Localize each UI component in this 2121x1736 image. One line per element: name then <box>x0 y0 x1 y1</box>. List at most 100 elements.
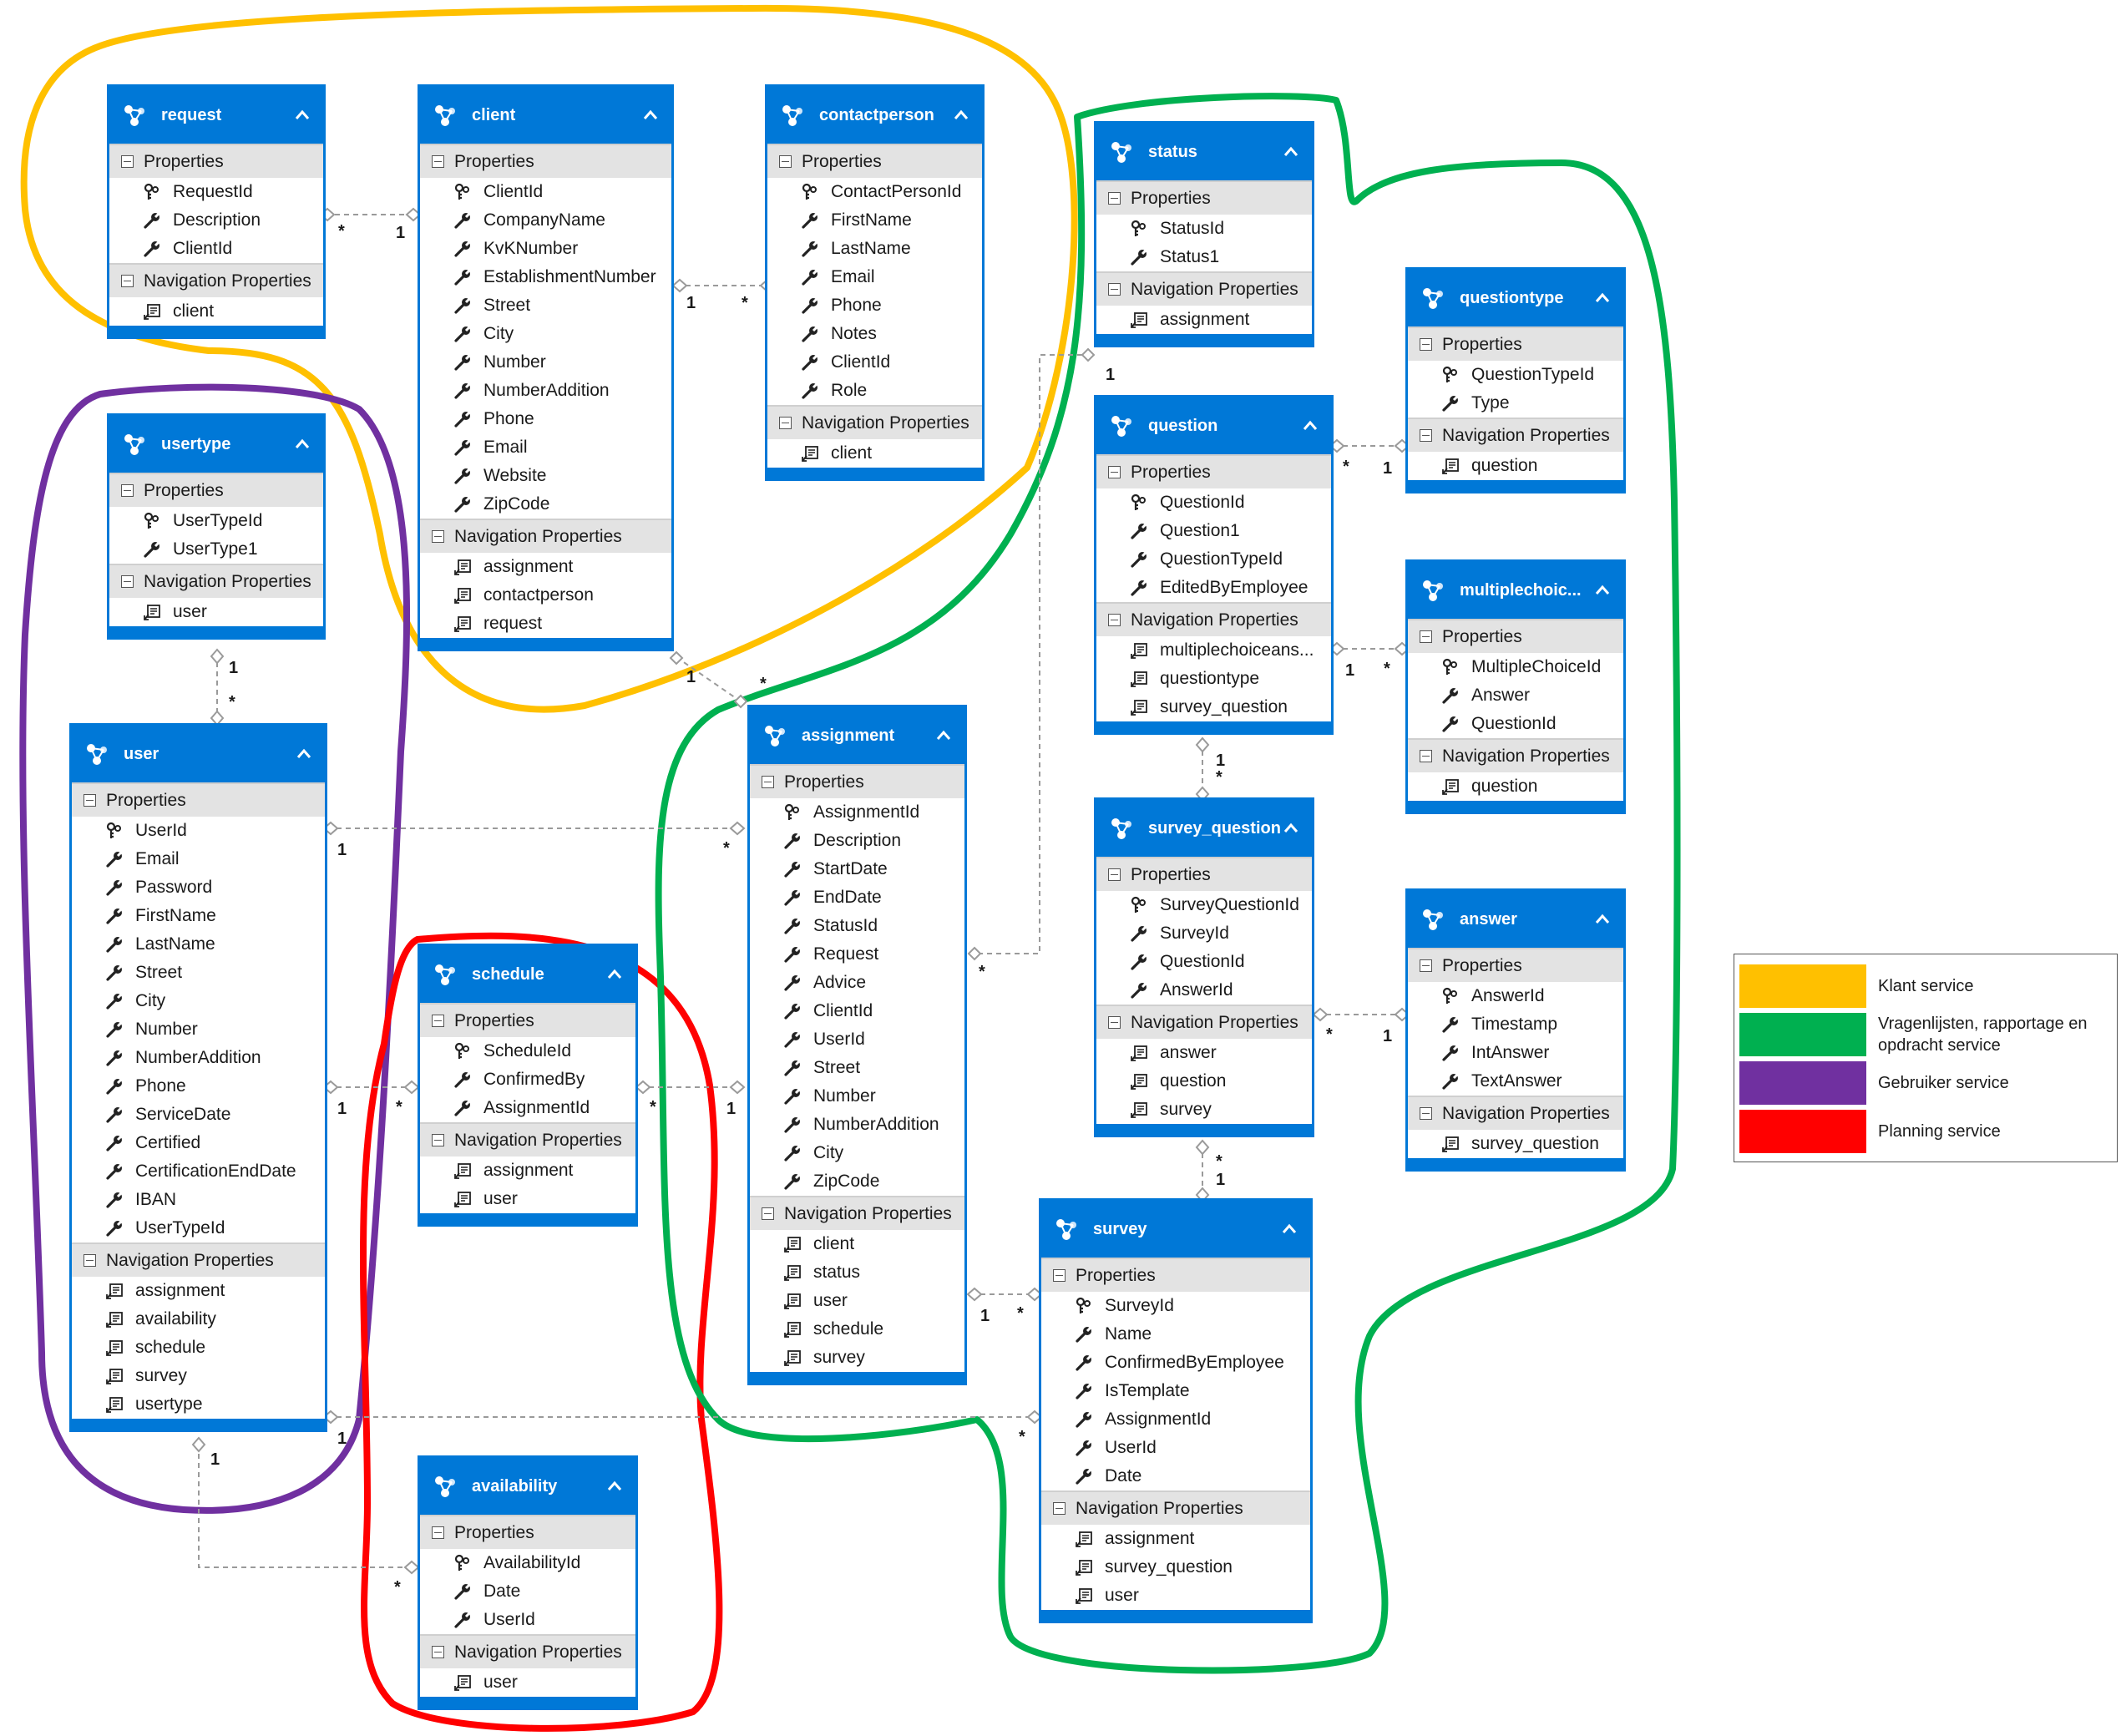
navigation-item[interactable]: survey_question <box>1041 1553 1310 1582</box>
entity-header[interactable]: usertype <box>109 416 323 473</box>
navigation-item[interactable]: question <box>1408 772 1623 801</box>
property-item[interactable]: AvailabilityId <box>420 1549 635 1577</box>
navigation-item[interactable]: user <box>109 598 323 626</box>
property-item[interactable]: Phone <box>767 291 982 320</box>
navigation-section-header[interactable]: Navigation Properties <box>1096 602 1331 636</box>
collapse-toggle-icon[interactable] <box>121 484 134 497</box>
collapse-toggle-icon[interactable] <box>1053 1269 1066 1282</box>
entity-header[interactable]: questiontype <box>1408 270 1623 326</box>
property-item[interactable]: Date <box>420 1577 635 1606</box>
property-item[interactable]: Street <box>420 291 671 320</box>
property-item[interactable]: Number <box>72 1015 325 1044</box>
collapse-chevron-icon[interactable] <box>641 106 660 124</box>
navigation-item[interactable]: answer <box>1096 1039 1312 1067</box>
collapse-chevron-icon[interactable] <box>952 106 970 124</box>
collapse-chevron-icon[interactable] <box>293 106 311 124</box>
entity-header[interactable]: status <box>1096 124 1312 180</box>
navigation-item[interactable]: survey_question <box>1096 693 1331 721</box>
property-item[interactable]: AssignmentId <box>750 798 964 827</box>
property-item[interactable]: QuestionId <box>1408 710 1623 738</box>
property-item[interactable]: UserType1 <box>109 535 323 564</box>
navigation-item[interactable]: client <box>750 1230 964 1258</box>
property-item[interactable]: FirstName <box>767 206 982 235</box>
properties-section-header[interactable]: Properties <box>750 764 964 798</box>
property-item[interactable]: Email <box>72 845 325 873</box>
collapse-toggle-icon[interactable] <box>432 1526 444 1539</box>
property-item[interactable]: NumberAddition <box>750 1111 964 1139</box>
property-item[interactable]: Street <box>750 1054 964 1082</box>
property-item[interactable]: City <box>750 1139 964 1167</box>
property-item[interactable]: QuestionId <box>1096 488 1331 517</box>
navigation-item[interactable]: usertype <box>72 1390 325 1419</box>
navigation-section-header[interactable]: Navigation Properties <box>1041 1491 1310 1525</box>
navigation-item[interactable]: survey <box>1096 1096 1312 1124</box>
navigation-item[interactable]: schedule <box>750 1315 964 1344</box>
navigation-section-header[interactable]: Navigation Properties <box>420 1122 635 1156</box>
navigation-section-header[interactable]: Navigation Properties <box>1408 418 1623 452</box>
property-item[interactable]: CertificationEndDate <box>72 1157 325 1186</box>
property-item[interactable]: AnswerId <box>1408 982 1623 1010</box>
navigation-item[interactable]: questiontype <box>1096 665 1331 693</box>
navigation-item[interactable]: availability <box>72 1305 325 1334</box>
entity-header[interactable]: question <box>1096 397 1331 454</box>
navigation-item[interactable]: user <box>1041 1582 1310 1610</box>
property-item[interactable]: Email <box>767 263 982 291</box>
entity-header[interactable]: survey <box>1041 1201 1310 1258</box>
navigation-item[interactable]: status <box>750 1258 964 1287</box>
collapse-chevron-icon[interactable] <box>934 726 953 745</box>
navigation-item[interactable]: contactperson <box>420 581 671 610</box>
navigation-item[interactable]: schedule <box>72 1334 325 1362</box>
entity-header[interactable]: user <box>72 726 325 782</box>
navigation-section-header[interactable]: Navigation Properties <box>72 1243 325 1277</box>
property-item[interactable]: StatusId <box>750 912 964 940</box>
collapse-toggle-icon[interactable] <box>432 155 444 168</box>
navigation-item[interactable]: assignment <box>420 553 671 581</box>
properties-section-header[interactable]: Properties <box>1408 619 1623 653</box>
properties-section-header[interactable]: Properties <box>1096 180 1312 215</box>
collapse-toggle-icon[interactable] <box>1108 192 1121 205</box>
collapse-toggle-icon[interactable] <box>762 1207 774 1220</box>
property-item[interactable]: EstablishmentNumber <box>420 263 671 291</box>
property-item[interactable]: Number <box>750 1082 964 1111</box>
property-item[interactable]: ZipCode <box>420 490 671 519</box>
property-item[interactable]: SurveyId <box>1041 1292 1310 1320</box>
entity-header[interactable]: answer <box>1408 891 1623 948</box>
entity-header[interactable]: schedule <box>420 946 635 1003</box>
property-item[interactable]: SurveyId <box>1096 919 1312 948</box>
property-item[interactable]: UserId <box>750 1025 964 1054</box>
property-item[interactable]: UserTypeId <box>72 1214 325 1243</box>
navigation-item[interactable]: assignment <box>1096 306 1312 334</box>
property-item[interactable]: UserId <box>1041 1434 1310 1462</box>
collapse-toggle-icon[interactable] <box>121 275 134 287</box>
property-item[interactable]: Name <box>1041 1320 1310 1349</box>
property-item[interactable]: ClientId <box>420 178 671 206</box>
property-item[interactable]: Role <box>767 377 982 405</box>
navigation-item[interactable]: user <box>750 1287 964 1315</box>
collapse-toggle-icon[interactable] <box>1108 466 1121 478</box>
collapse-toggle-icon[interactable] <box>1108 1016 1121 1029</box>
navigation-item[interactable]: survey <box>750 1344 964 1372</box>
collapse-chevron-icon[interactable] <box>605 965 624 984</box>
properties-section-header[interactable]: Properties <box>1408 326 1623 361</box>
property-item[interactable]: EndDate <box>750 883 964 912</box>
property-item[interactable]: LastName <box>767 235 982 263</box>
collapse-toggle-icon[interactable] <box>779 417 792 429</box>
properties-section-header[interactable]: Properties <box>109 473 323 507</box>
entity-header[interactable]: availability <box>420 1458 635 1515</box>
property-item[interactable]: Advice <box>750 969 964 997</box>
entity-header[interactable]: survey_question <box>1096 800 1312 857</box>
property-item[interactable]: IBAN <box>72 1186 325 1214</box>
property-item[interactable]: UserId <box>420 1606 635 1634</box>
property-item[interactable]: FirstName <box>72 902 325 930</box>
property-item[interactable]: ScheduleId <box>420 1037 635 1065</box>
collapse-toggle-icon[interactable] <box>432 1015 444 1027</box>
property-item[interactable]: QuestionTypeId <box>1096 545 1331 574</box>
collapse-toggle-icon[interactable] <box>779 155 792 168</box>
entity-header[interactable]: request <box>109 87 323 144</box>
property-item[interactable]: RequestId <box>109 178 323 206</box>
navigation-section-header[interactable]: Navigation Properties <box>1096 271 1312 306</box>
